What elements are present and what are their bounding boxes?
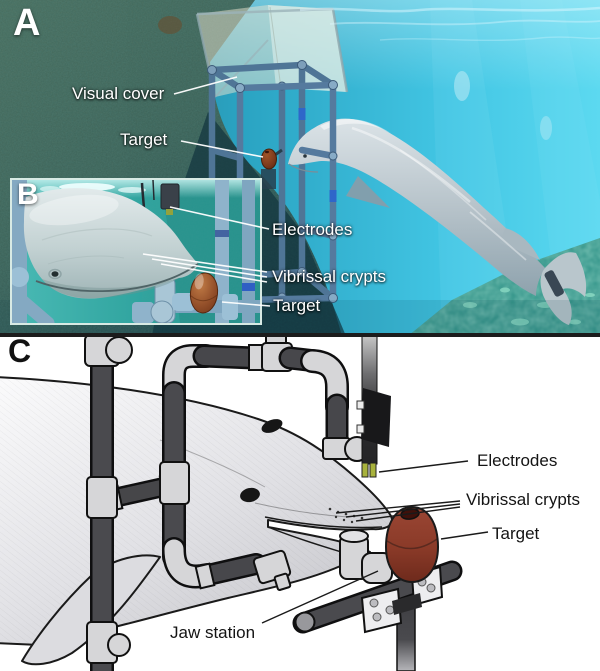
electrodes-c-graphic: [356, 335, 391, 478]
panel-c-scene: [0, 335, 600, 671]
target-label-a: Target: [120, 130, 168, 149]
vibrissal-crypts-label-b: Vibrissal crypts: [272, 267, 386, 286]
target-label-b: Target: [273, 296, 321, 315]
dolphin-a-graphic: [288, 118, 587, 325]
vibrissal-crypts-label-c: Vibrissal crypts: [466, 490, 580, 509]
inset-b-photo: B: [10, 178, 262, 325]
electrode-box-graphic: [160, 183, 180, 210]
panel-divider: [0, 333, 600, 337]
visual-cover-label: Visual cover: [72, 84, 165, 103]
panel-c-diagram: C Electrodes Vibrissal crypts Target Jaw…: [0, 333, 600, 671]
target-c-graphic: [384, 505, 440, 584]
target-label-c: Target: [492, 524, 540, 543]
electrodes-label-c: Electrodes: [477, 451, 558, 470]
panel-c-leader-lines: [261, 460, 489, 624]
panel-b-letter: B: [17, 178, 39, 211]
panel-a-letter: A: [13, 2, 41, 44]
inset-b-scene: [12, 180, 260, 323]
visual-cover-graphic: [195, 5, 349, 98]
frame-c-graphic: [84, 335, 370, 671]
panel-c-letter: C: [8, 333, 32, 369]
target-a-graphic: [261, 148, 283, 189]
panel-a-photo: B A Visual cover Target Electrodes Vibri…: [0, 0, 600, 336]
electrodes-label-b: Electrodes: [272, 220, 353, 239]
jaw-station-label: Jaw station: [170, 623, 256, 642]
